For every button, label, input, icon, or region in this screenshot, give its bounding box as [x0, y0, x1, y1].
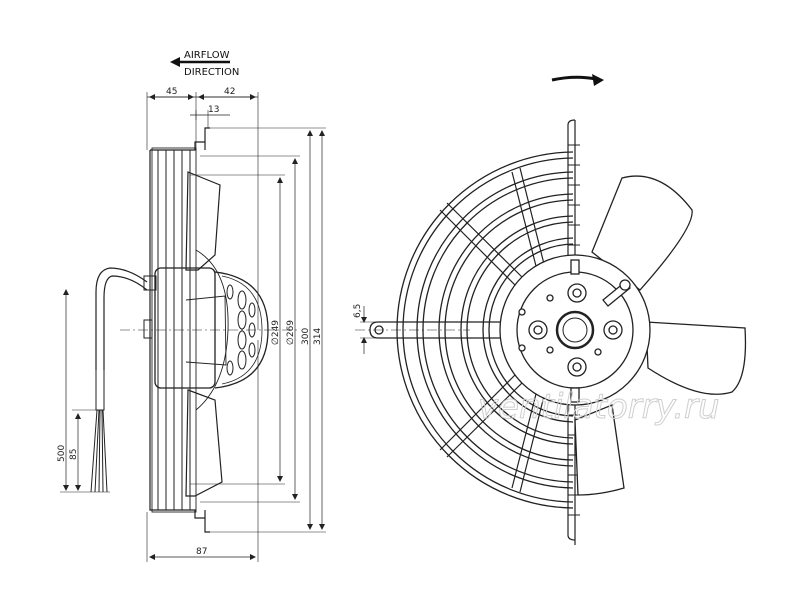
motor-cooling-fins — [226, 284, 256, 376]
dim-45: 45 — [166, 87, 177, 97]
dim-249: ∅249 — [271, 320, 281, 345]
airflow-label-line2: DIRECTION — [184, 67, 239, 78]
fan-blades — [574, 175, 747, 496]
rotation-direction-arrow-icon — [551, 74, 604, 86]
dim-13: 13 — [208, 105, 219, 115]
dim-85: 85 — [69, 449, 79, 460]
dim-300: 300 — [301, 328, 311, 345]
side-view-dimensions: 45 42 13 ∅249 ∅269 300 314 87 500 85 — [57, 87, 323, 557]
dim-500: 500 — [57, 445, 67, 462]
cable-wires — [90, 409, 108, 493]
dim-314: 314 — [313, 328, 323, 345]
guard-spokes — [397, 167, 546, 493]
dim-87: 87 — [196, 547, 207, 557]
dim-269: ∅269 — [286, 320, 296, 345]
airflow-label-line1: AIRFLOW — [184, 50, 230, 61]
motor-hub — [499, 254, 651, 406]
side-view — [60, 92, 326, 562]
airflow-arrowhead-icon — [170, 57, 180, 67]
dim-42: 42 — [224, 87, 235, 97]
front-view — [355, 119, 747, 545]
watermark: ventilatorry.ru — [478, 387, 720, 427]
dim-6-5: 6,5 — [353, 304, 363, 318]
airflow-direction-label: AIRFLOW DIRECTION — [170, 50, 239, 78]
